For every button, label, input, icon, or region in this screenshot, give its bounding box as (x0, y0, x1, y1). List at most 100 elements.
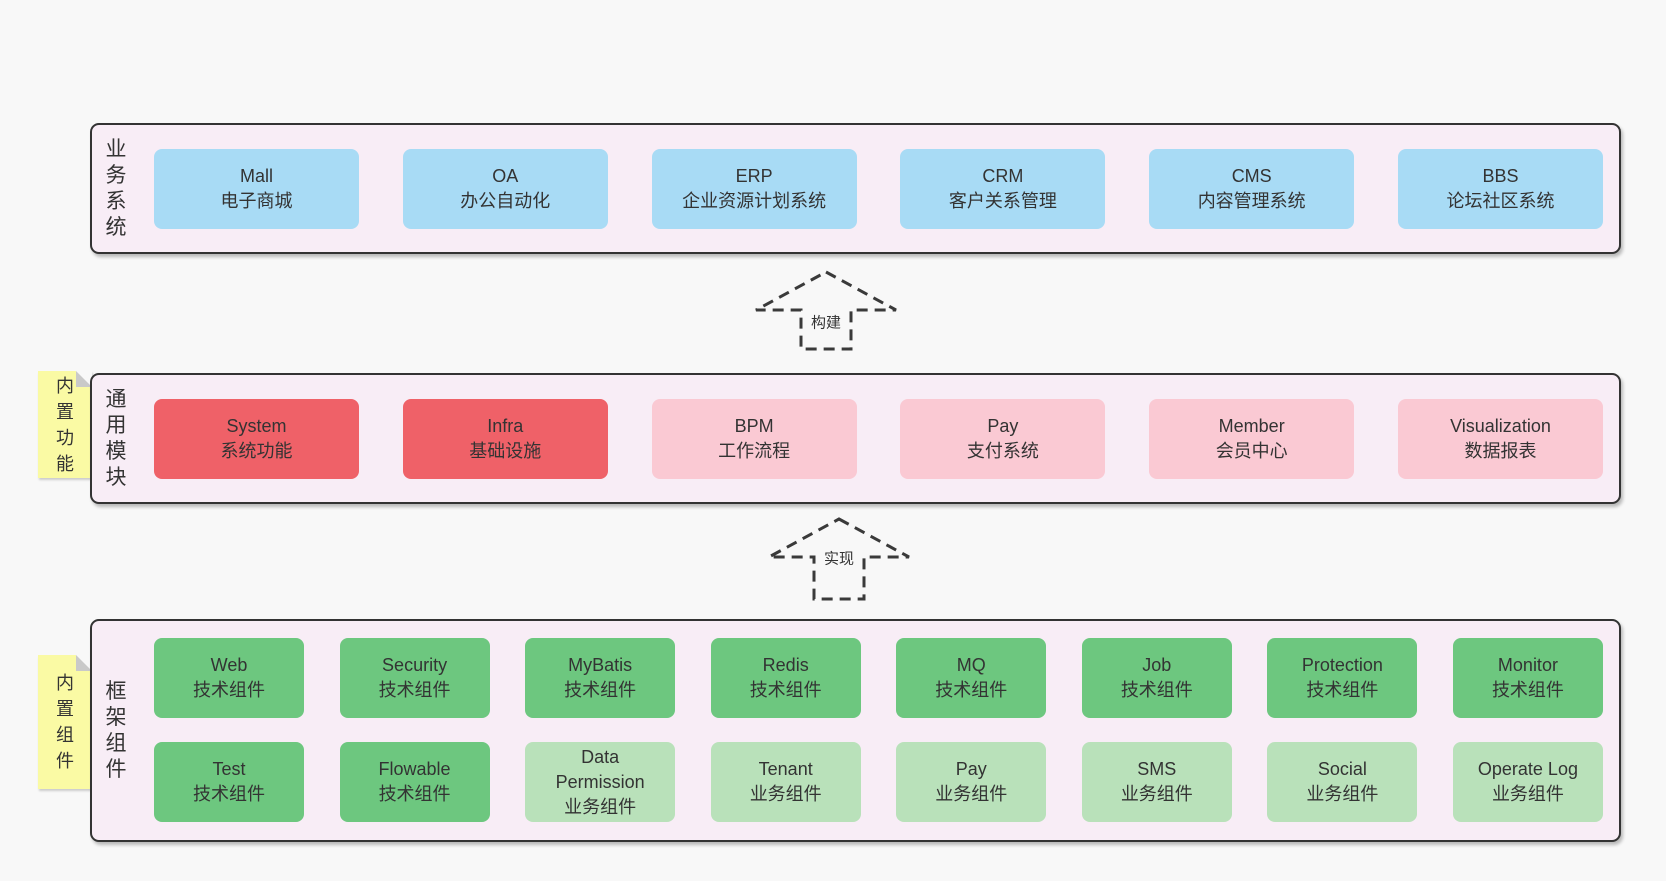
box-title: System (226, 416, 287, 436)
box-subtitle: 内容管理系统 (1197, 191, 1306, 211)
box-system: System 系统功能 (154, 399, 359, 479)
box-title: BBS (1482, 166, 1519, 186)
builtin-features-tab-label: 内置功能 (56, 375, 74, 474)
box-subtitle: 会员中心 (1215, 441, 1288, 461)
box-title: Job (1142, 655, 1172, 675)
box-title: SMS (1137, 759, 1177, 779)
build-arrow-label: 构建 (807, 310, 845, 334)
box-subtitle: 基础设施 (469, 441, 542, 461)
framework-components-section: 框架组件 Web 技术组件 Security 技术组件 MyBatis 技术组件… (90, 619, 1621, 842)
box-oa: OA 办公自动化 (402, 149, 608, 229)
box-subtitle: 业务组件 (564, 796, 637, 817)
box-title: Protection (1301, 655, 1383, 675)
modules-boxes-row: System 系统功能 Infra 基础设施 BPM 工作流程 Pay 支付系统… (154, 399, 1603, 479)
box-subtitle: 技术组件 (378, 680, 451, 700)
business-systems-section: 业务系统 Mall 电子商城 OA 办公自动化 ERP 企业资源计划系统 CRM… (90, 123, 1621, 254)
box-subtitle: 客户关系管理 (948, 191, 1057, 211)
box-tenant: Tenant 业务组件 (710, 742, 861, 822)
box-mybatis: MyBatis 技术组件 (525, 638, 676, 718)
box-security: Security 技术组件 (339, 638, 490, 718)
box-sms: SMS 业务组件 (1081, 742, 1232, 822)
box-title: Social (1317, 759, 1367, 779)
components-row-1: Web 技术组件 Security 技术组件 MyBatis 技术组件 Redi… (154, 638, 1603, 718)
box-title: Mall (239, 166, 273, 186)
box-test: Test 技术组件 (154, 742, 304, 822)
box-title: CRM (982, 166, 1024, 186)
box-subtitle: 业务组件 (1120, 784, 1193, 804)
box-title: OA (492, 166, 519, 186)
box-subtitle: 办公自动化 (460, 191, 551, 211)
box-subtitle: 业务组件 (1491, 784, 1564, 804)
components-row-2: Test 技术组件 Flowable 技术组件 Data Permission … (154, 742, 1603, 822)
box-title: Security (382, 655, 448, 675)
box-erp: ERP 企业资源计划系统 (651, 149, 857, 229)
build-arrow-icon (755, 270, 897, 351)
box-social: Social 业务组件 (1267, 742, 1418, 822)
implement-arrow-label: 实现 (820, 546, 858, 570)
box-redis: Redis 技术组件 (710, 638, 861, 718)
business-section-label: 业务系统 (105, 137, 127, 239)
box-title: Redis (762, 655, 809, 675)
box-bpm: BPM 工作流程 (651, 399, 857, 479)
fold-corner-icon (76, 655, 92, 671)
box-member: Member 会员中心 (1149, 399, 1355, 479)
modules-section-label: 通用模块 (105, 387, 127, 489)
box-subtitle: 系统功能 (220, 441, 293, 461)
box-subtitle: 业务组件 (1306, 784, 1379, 804)
box-title: Pay (987, 416, 1019, 436)
box-subtitle: 技术组件 (193, 784, 265, 804)
box-subtitle: 论坛社区系统 (1446, 191, 1555, 211)
box-visualization: Visualization 数据报表 (1397, 399, 1603, 479)
box-title: Data Permission (555, 746, 645, 792)
box-subtitle: 企业资源计划系统 (682, 191, 827, 211)
common-modules-section: 通用模块 System 系统功能 Infra 基础设施 BPM 工作流程 Pay… (90, 373, 1621, 504)
box-title: Monitor (1497, 655, 1558, 675)
box-infra: Infra 基础设施 (402, 399, 608, 479)
box-pay-business: Pay 业务组件 (896, 742, 1047, 822)
box-operate-log: Operate Log 业务组件 (1452, 742, 1603, 822)
box-mq: MQ 技术组件 (896, 638, 1047, 718)
box-subtitle: 技术组件 (1491, 680, 1564, 700)
box-title: Test (212, 759, 246, 779)
box-subtitle: 业务组件 (935, 784, 1008, 804)
box-subtitle: 技术组件 (935, 680, 1008, 700)
box-title: Tenant (758, 759, 813, 779)
business-boxes-row: Mall 电子商城 OA 办公自动化 ERP 企业资源计划系统 CRM 客户关系… (154, 149, 1603, 229)
box-title: Infra (487, 416, 524, 436)
box-title: Flowable (378, 759, 451, 779)
fold-corner-icon (76, 371, 92, 387)
box-title: MyBatis (568, 655, 633, 675)
box-title: Operate Log (1477, 759, 1578, 779)
box-title: Member (1218, 416, 1285, 436)
box-mall: Mall 电子商城 (154, 149, 359, 229)
box-title: Pay (955, 759, 987, 779)
box-subtitle: 技术组件 (193, 680, 265, 700)
box-cms: CMS 内容管理系统 (1149, 149, 1355, 229)
box-subtitle: 技术组件 (1306, 680, 1379, 700)
box-subtitle: 技术组件 (564, 680, 637, 700)
components-section-label: 框架组件 (105, 679, 127, 781)
box-flowable: Flowable 技术组件 (339, 742, 490, 822)
implement-arrow-icon (768, 517, 910, 601)
box-job: Job 技术组件 (1081, 638, 1232, 718)
box-crm: CRM 客户关系管理 (900, 149, 1106, 229)
box-title: CMS (1231, 166, 1272, 186)
box-bbs: BBS 论坛社区系统 (1397, 149, 1603, 229)
box-subtitle: 技术组件 (378, 784, 451, 804)
box-subtitle: 支付系统 (966, 441, 1039, 461)
builtin-components-tab: 内置组件 (38, 655, 92, 789)
box-subtitle: 数据报表 (1464, 441, 1537, 461)
box-pay: Pay 支付系统 (900, 399, 1106, 479)
box-subtitle: 电子商城 (220, 191, 293, 211)
box-subtitle: 业务组件 (749, 784, 822, 804)
box-title: Visualization (1450, 416, 1551, 436)
builtin-features-tab: 内置功能 (38, 371, 92, 478)
builtin-components-tab-label: 内置组件 (56, 673, 74, 771)
box-title: Web (210, 655, 248, 675)
box-protection: Protection 技术组件 (1267, 638, 1418, 718)
box-subtitle: 工作流程 (718, 441, 791, 461)
box-title: ERP (735, 166, 773, 186)
box-title: MQ (956, 655, 986, 675)
box-title: BPM (734, 416, 774, 436)
